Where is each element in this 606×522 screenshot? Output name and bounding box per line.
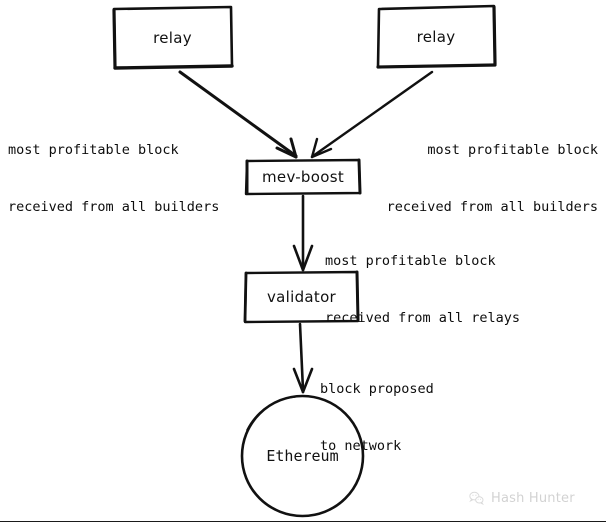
watermark-text: Hash Hunter: [491, 491, 575, 506]
watermark: Hash Hunter: [468, 490, 575, 507]
relay-left-text: relay: [153, 28, 192, 47]
ethereum-text: Ethereum: [266, 447, 339, 465]
node-label-relay-left: relay: [113, 7, 232, 68]
wechat-icon: [469, 491, 484, 506]
edge-label-bottom-line1: block proposed: [320, 381, 434, 397]
edge-label-middle-line1: most profitable block: [325, 253, 496, 269]
edge-label-middle-line2: received from all relays: [325, 310, 521, 326]
edge-label-left: most profitable block received from all …: [8, 103, 219, 255]
edge-label-middle: most profitable block received from all …: [325, 214, 520, 366]
validator-text: validator: [266, 288, 337, 306]
node-label-ethereum: Ethereum: [242, 396, 363, 516]
node-label-relay-right: relay: [377, 6, 495, 67]
edge-label-right: most profitable block received from all …: [364, 103, 598, 255]
edge-mev-boost-to-validator: [292, 194, 314, 272]
node-label-mev-boost: mev-boost: [246, 160, 360, 194]
relay-right-text: relay: [416, 27, 456, 46]
node-label-validator: validator: [245, 272, 358, 322]
edge-label-bottom-line2: to network: [320, 438, 402, 454]
edge-label-right-line1: most profitable block: [427, 142, 598, 158]
edge-label-bottom: block proposed to network: [320, 342, 434, 494]
edge-label-left-line1: most profitable block: [8, 142, 179, 158]
mev-boost-text: mev-boost: [262, 168, 344, 186]
edge-label-right-line2: received from all builders: [386, 199, 598, 215]
edge-validator-to-ethereum: [292, 322, 314, 394]
edge-label-left-line2: received from all builders: [8, 199, 220, 215]
